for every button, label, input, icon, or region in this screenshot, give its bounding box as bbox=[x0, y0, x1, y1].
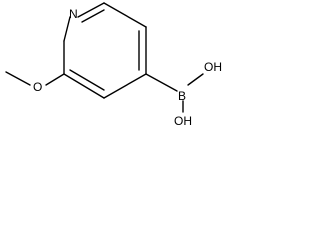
bond-n-c6 bbox=[77, 2, 105, 18]
bond-c6-c5 bbox=[103, 2, 147, 28]
bond-b-oh-upper bbox=[187, 73, 204, 86]
atom-hydroxyl-lower-label: OH bbox=[174, 114, 192, 128]
atom-boron-label: B bbox=[178, 89, 186, 103]
bond-n-c6-inner bbox=[81, 9, 105, 23]
atom-nitrogen-label: N bbox=[69, 7, 78, 21]
bond-c4-c3 bbox=[103, 73, 147, 99]
atom-hydroxyl-upper-label: OH bbox=[204, 60, 222, 74]
atom-oxygen-label: O bbox=[33, 80, 42, 94]
bond-n-c2 bbox=[63, 16, 71, 42]
bond-c3-c2 bbox=[63, 73, 105, 99]
bond-c4-b bbox=[145, 73, 178, 92]
molecule-svg: N O B OH OH bbox=[5, 2, 222, 128]
bond-o-ch3 bbox=[5, 71, 31, 86]
bond-c2-o bbox=[45, 73, 65, 86]
structure-diagram: N O B OH OH bbox=[0, 0, 230, 132]
bond-c3-c2-inner bbox=[69, 69, 105, 91]
